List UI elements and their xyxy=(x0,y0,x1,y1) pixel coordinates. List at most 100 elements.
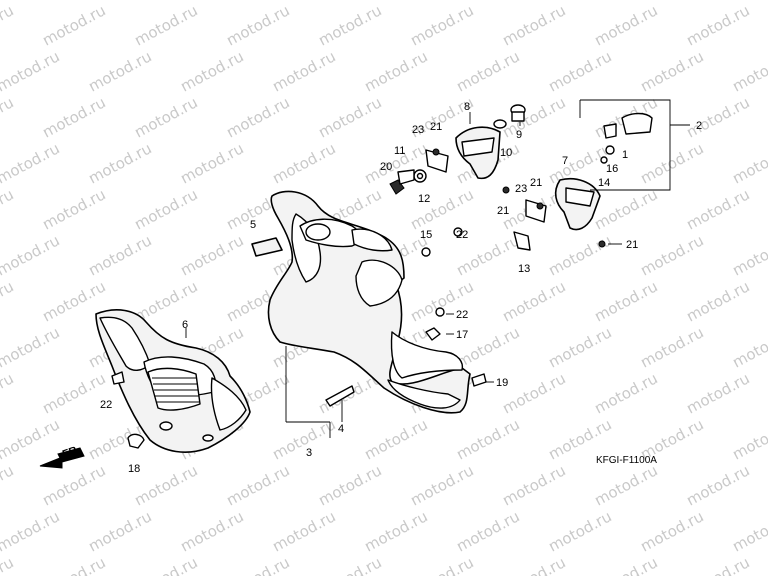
watermark-text: motod.ru xyxy=(269,507,338,555)
watermark-text: motod.ru xyxy=(223,553,292,576)
watermark-text: motod.ru xyxy=(637,231,706,279)
callout-22-a: 22 xyxy=(456,229,468,241)
watermark-text: motod.ru xyxy=(361,47,430,95)
watermark-text: motod.ru xyxy=(729,139,768,187)
watermark-text: motod.ru xyxy=(407,1,476,49)
watermark-text: motod.ru xyxy=(131,461,200,509)
callout-13: 13 xyxy=(518,263,530,275)
callout-4: 4 xyxy=(338,423,344,435)
watermark-text: motod.ru xyxy=(177,507,246,555)
watermark-text: motod.ru xyxy=(0,139,63,187)
watermark-text: motod.ru xyxy=(361,507,430,555)
watermark-text: motod.ru xyxy=(85,139,154,187)
callout-22-c: 22 xyxy=(100,399,112,411)
callout-18: 18 xyxy=(128,463,140,475)
watermark-text: motod.ru xyxy=(729,415,768,463)
watermark-text: motod.ru xyxy=(39,369,108,417)
watermark-text: motod.ru xyxy=(131,553,200,576)
watermark-text: motod.ru xyxy=(0,231,63,279)
callout-14: 14 xyxy=(598,177,610,189)
callout-8: 8 xyxy=(464,101,470,113)
front-direction-arrow: FR. xyxy=(39,443,85,469)
watermark-text: motod.ru xyxy=(269,415,338,463)
watermark-text: motod.ru xyxy=(729,507,768,555)
watermark-text: motod.ru xyxy=(591,369,660,417)
watermark-text: motod.ru xyxy=(453,415,522,463)
watermark-text: motod.ru xyxy=(683,277,752,325)
watermark-text: motod.ru xyxy=(453,47,522,95)
callout-11: 11 xyxy=(394,145,405,157)
watermark-text: motod.ru xyxy=(315,553,384,576)
watermark-text: motod.ru xyxy=(177,231,246,279)
watermark-text: motod.ru xyxy=(729,0,768,4)
callout-16: 16 xyxy=(606,163,618,175)
vent-grille xyxy=(147,367,201,411)
leader-lines xyxy=(185,112,690,438)
watermark-text: motod.ru xyxy=(407,461,476,509)
watermark-text: motod.ru xyxy=(269,139,338,187)
watermark-text: motod.ru xyxy=(637,507,706,555)
callout-10: 10 xyxy=(500,147,512,159)
watermark-text: motod.ru xyxy=(85,507,154,555)
callout-15: 15 xyxy=(420,229,432,241)
watermark-text: motod.ru xyxy=(223,461,292,509)
watermark-text: motod.ru xyxy=(499,369,568,417)
watermark-text: motod.ru xyxy=(545,47,614,95)
watermark-text: motod.ru xyxy=(545,231,614,279)
lid-cap-part xyxy=(251,237,283,257)
watermark-text: motod.ru xyxy=(683,553,752,576)
watermark-text: motod.ru xyxy=(0,47,63,95)
watermark-text: motod.ru xyxy=(591,553,660,576)
callout-20: 20 xyxy=(380,161,392,173)
callout-17: 17 xyxy=(456,329,468,341)
watermark-text: motod.ru xyxy=(315,93,384,141)
watermark-text: motod.ru xyxy=(0,507,63,555)
watermark-text: motod.ru xyxy=(683,461,752,509)
kit-outline-box xyxy=(580,99,671,191)
callout-1: 1 xyxy=(622,149,628,161)
watermark-text: motod.ru xyxy=(39,461,108,509)
watermark-text: motod.ru xyxy=(545,507,614,555)
watermark-text: motod.ru xyxy=(0,185,17,233)
watermark-text: motod.ru xyxy=(315,1,384,49)
watermark-text: motod.ru xyxy=(0,277,17,325)
watermark-text: motod.ru xyxy=(683,369,752,417)
watermark-text: motod.ru xyxy=(361,415,430,463)
watermark-text: motod.ru xyxy=(499,553,568,576)
watermark-text: motod.ru xyxy=(683,1,752,49)
callout-7: 7 xyxy=(562,155,568,167)
watermark-text: motod.ru xyxy=(39,93,108,141)
watermark-text: motod.ru xyxy=(223,93,292,141)
watermark-text: motod.ru xyxy=(683,185,752,233)
watermark-text: motod.ru xyxy=(131,185,200,233)
watermark-text: motod.ru xyxy=(729,323,768,371)
watermark-text: motod.ru xyxy=(269,47,338,95)
watermark-text: motod.ru xyxy=(177,47,246,95)
callout-21-d: 21 xyxy=(626,239,638,251)
callout-21-c: 21 xyxy=(497,205,509,217)
diagram-code: KFGI-F1100A xyxy=(596,455,657,466)
watermark-text: motod.ru xyxy=(729,231,768,279)
watermark-text: motod.ru xyxy=(0,1,17,49)
callout-21-a: 21 xyxy=(430,121,442,133)
watermark-text: motod.ru xyxy=(85,231,154,279)
watermark-text: motod.ru xyxy=(683,93,752,141)
watermark-text: motod.ru xyxy=(131,1,200,49)
watermark-text: motod.ru xyxy=(637,47,706,95)
callout-23-b: 23 xyxy=(515,183,527,195)
watermark-text: motod.ru xyxy=(0,323,63,371)
watermark-text: motod.ru xyxy=(0,0,63,4)
watermark-text: motod.ru xyxy=(39,185,108,233)
bracket-part-8 xyxy=(455,126,501,180)
watermark-text: motod.ru xyxy=(39,1,108,49)
watermark-text: motod.ru xyxy=(0,93,17,141)
lower-cover-part xyxy=(95,309,251,453)
watermark-text: motod.ru xyxy=(729,47,768,95)
watermark-text: motod.ru xyxy=(637,139,706,187)
watermark-text: motod.ru xyxy=(545,323,614,371)
watermark-text: motod.ru xyxy=(499,93,568,141)
callout-9: 9 xyxy=(516,129,522,141)
watermark-text: motod.ru xyxy=(0,553,17,576)
watermark-text: motod.ru xyxy=(591,277,660,325)
watermark-text: motod.ru xyxy=(0,461,17,509)
